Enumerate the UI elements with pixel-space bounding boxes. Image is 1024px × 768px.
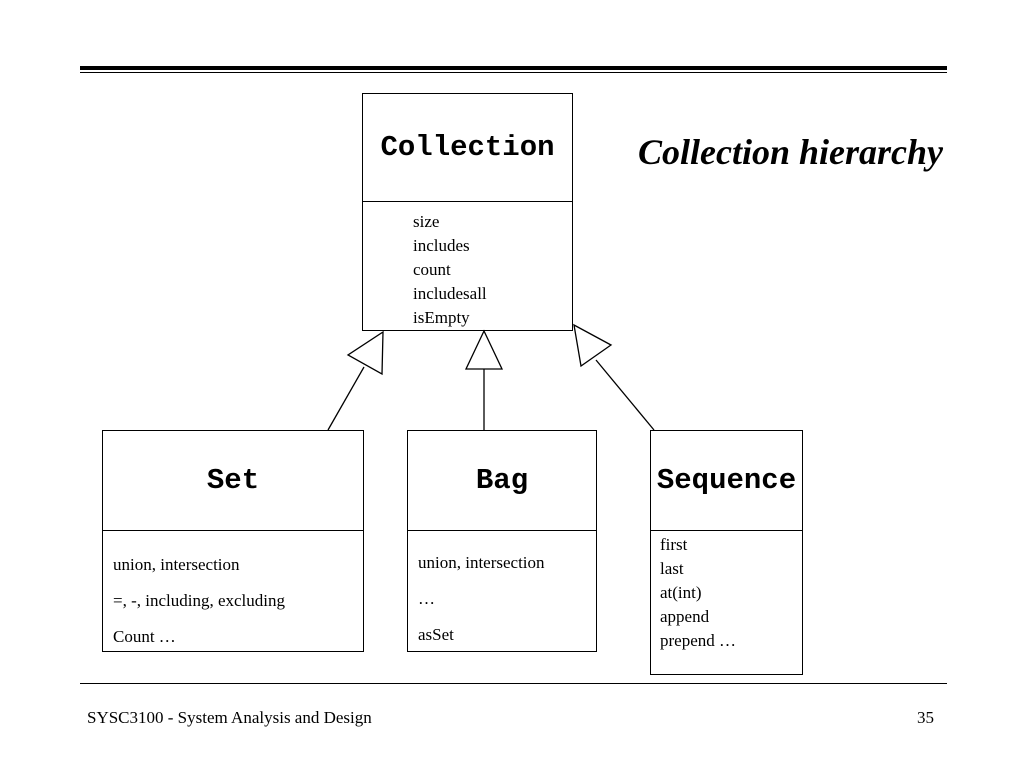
footer-rule [80, 683, 947, 684]
operation-item: includesall [413, 284, 487, 303]
slide-title: Collection hierarchy [638, 132, 943, 172]
operation-item: size [413, 212, 440, 231]
operations-bag: union, intersection … asSet [418, 545, 545, 653]
class-sequence: Sequence first last at(int) append prepe… [650, 430, 803, 675]
operation-item: last [660, 559, 684, 578]
class-collection: Collection size includes count includesa… [362, 93, 573, 331]
header-rule-thin [80, 72, 947, 73]
class-name-collection: Collection [363, 94, 572, 202]
operation-item: includes [413, 236, 470, 255]
inheritance-arrowhead-sequence [573, 323, 613, 368]
operation-item: append [660, 607, 710, 626]
operation-item: isEmpty [413, 308, 470, 327]
class-name-set: Set [103, 431, 363, 531]
operations-sequence: first last at(int) append prepend … [660, 533, 736, 653]
page-number: 35 [917, 708, 934, 727]
class-set: Set union, intersection =, -, including,… [102, 430, 364, 652]
class-name-bag: Bag [408, 431, 596, 531]
operation-item: union, intersection [418, 553, 545, 572]
operation-item: first [660, 535, 688, 554]
inheritance-line-set [327, 366, 365, 431]
operation-item: asSet [418, 625, 454, 644]
inheritance-arrowhead-bag [464, 329, 504, 370]
operations-collection: size includes count includesall isEmpty [413, 210, 487, 330]
inheritance-arrowhead-set [346, 330, 384, 376]
class-bag: Bag union, intersection … asSet [407, 430, 597, 652]
operation-item: at(int) [660, 583, 702, 602]
operations-set: union, intersection =, -, including, exc… [113, 547, 285, 655]
course-footer: SYSC3100 - System Analysis and Design [87, 708, 372, 727]
operation-item: count [413, 260, 451, 279]
header-rule-thick [80, 66, 947, 70]
operation-item: union, intersection [113, 555, 240, 574]
operation-item: … [418, 589, 435, 608]
operation-item: =, -, including, excluding [113, 591, 286, 610]
class-name-sequence: Sequence [651, 431, 802, 531]
inheritance-line-sequence [595, 359, 655, 431]
operation-item: prepend … [660, 631, 737, 650]
operation-item: Count … [113, 627, 176, 646]
